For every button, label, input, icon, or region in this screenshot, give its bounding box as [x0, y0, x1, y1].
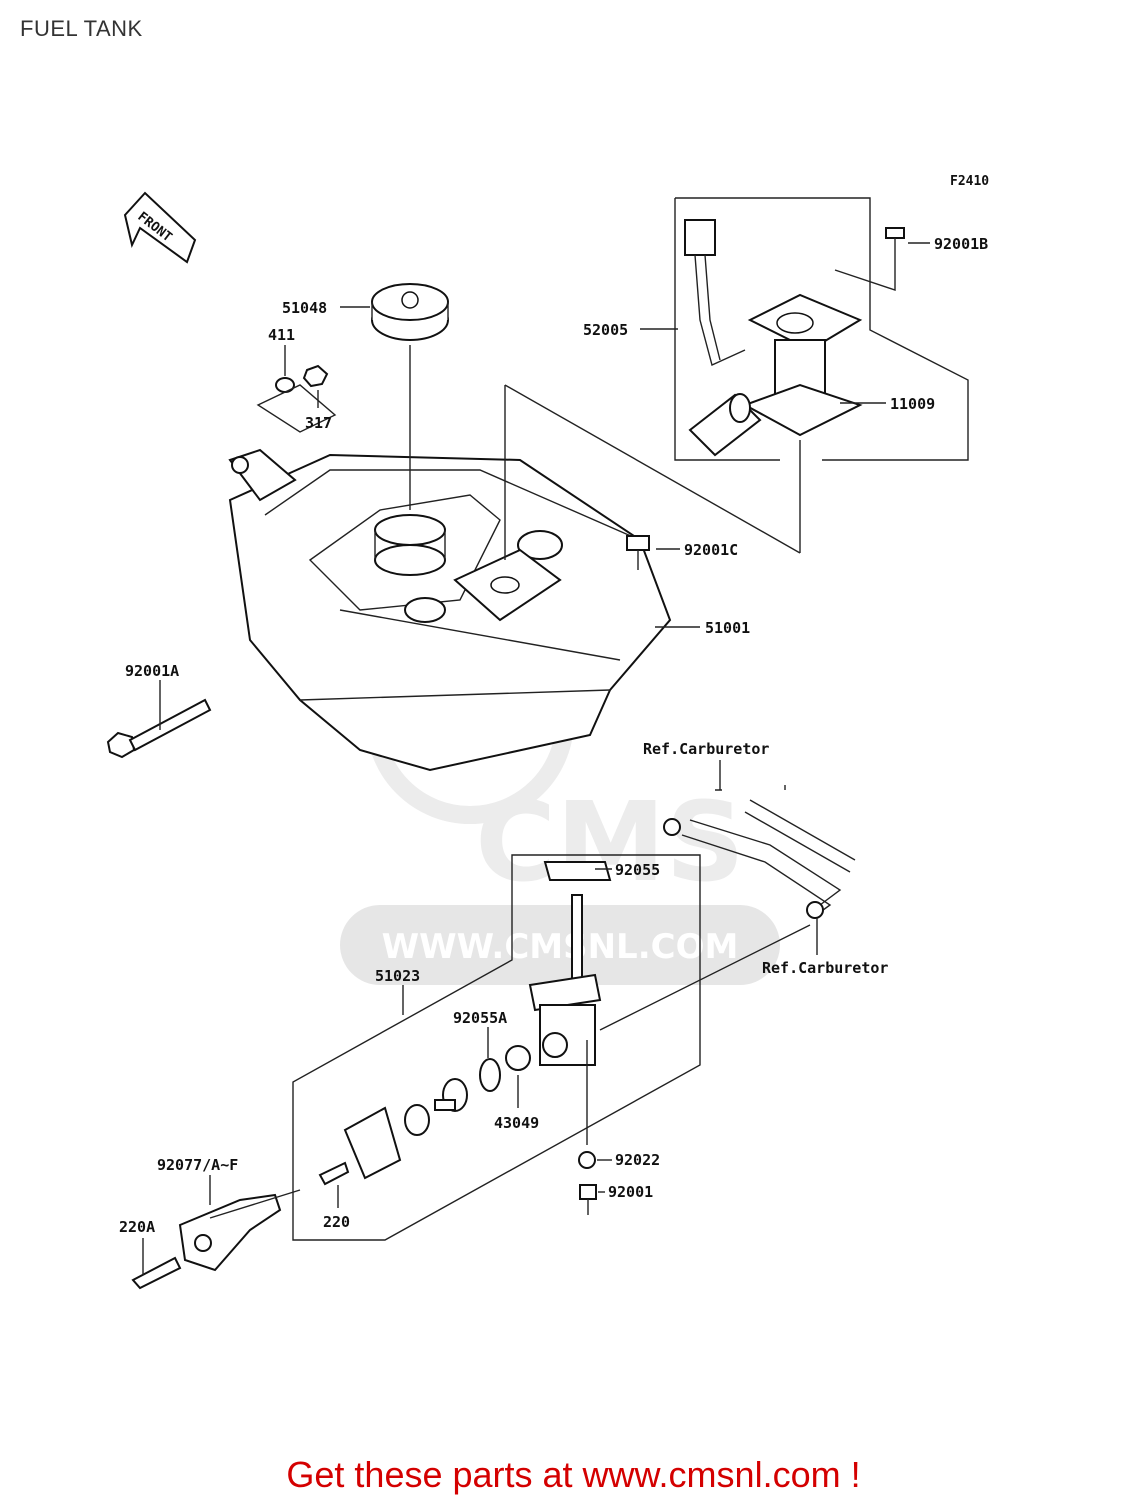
- footer-promo-text: Get these parts at www.cmsnl.com !: [286, 1454, 861, 1495]
- watermark-url: WWW.CMSNL.COM: [382, 927, 739, 967]
- part-label-11009: 11009: [890, 395, 935, 413]
- part-label-92055: 92055: [615, 861, 660, 879]
- part-label-92077: 92077/A~F: [157, 1156, 238, 1174]
- part-label-92001A: 92001A: [125, 662, 179, 680]
- ref-carburetor-upper: Ref.Carburetor: [643, 740, 769, 758]
- bolt-92001A: [106, 698, 212, 759]
- part-label-43049: 43049: [494, 1114, 539, 1132]
- part-label-51001: 51001: [705, 619, 750, 637]
- fuel-cock: [131, 861, 612, 1290]
- part-label-52005: 52005: [583, 321, 628, 339]
- part-label-51048: 51048: [282, 299, 327, 317]
- page-title: FUEL TANK: [20, 16, 143, 41]
- bolt-92001C: [626, 535, 650, 570]
- ref-carburetor-lower: Ref.Carburetor: [762, 959, 888, 977]
- part-label-317: 317: [305, 414, 332, 432]
- part-label-220: 220: [323, 1213, 350, 1231]
- part-label-220A: 220A: [119, 1218, 155, 1236]
- part-label-92001: 92001: [608, 1183, 653, 1201]
- bolt-92001B: [885, 227, 905, 255]
- part-label-92001B: 92001B: [934, 235, 988, 253]
- part-label-92001C: 92001C: [684, 541, 738, 559]
- fuel-pump: [684, 219, 863, 457]
- nut-317: [302, 364, 329, 388]
- part-label-51023: 51023: [375, 967, 420, 985]
- washer-92022: [578, 1151, 596, 1169]
- part-label-92022: 92022: [615, 1151, 660, 1169]
- part-label-92055A: 92055A: [453, 1009, 507, 1027]
- bolt-92001: [579, 1184, 597, 1215]
- front-arrow-icon: FRONT: [123, 191, 197, 264]
- figure-code: F2410: [950, 174, 989, 189]
- fuel-hoses: [663, 760, 856, 919]
- part-label-411: 411: [268, 326, 295, 344]
- parts-diagram: WWW.CMSNL.COM CMS F2410 FRONT: [106, 174, 989, 1290]
- fuel-tank: [228, 448, 672, 772]
- fuel-cap: [371, 283, 449, 341]
